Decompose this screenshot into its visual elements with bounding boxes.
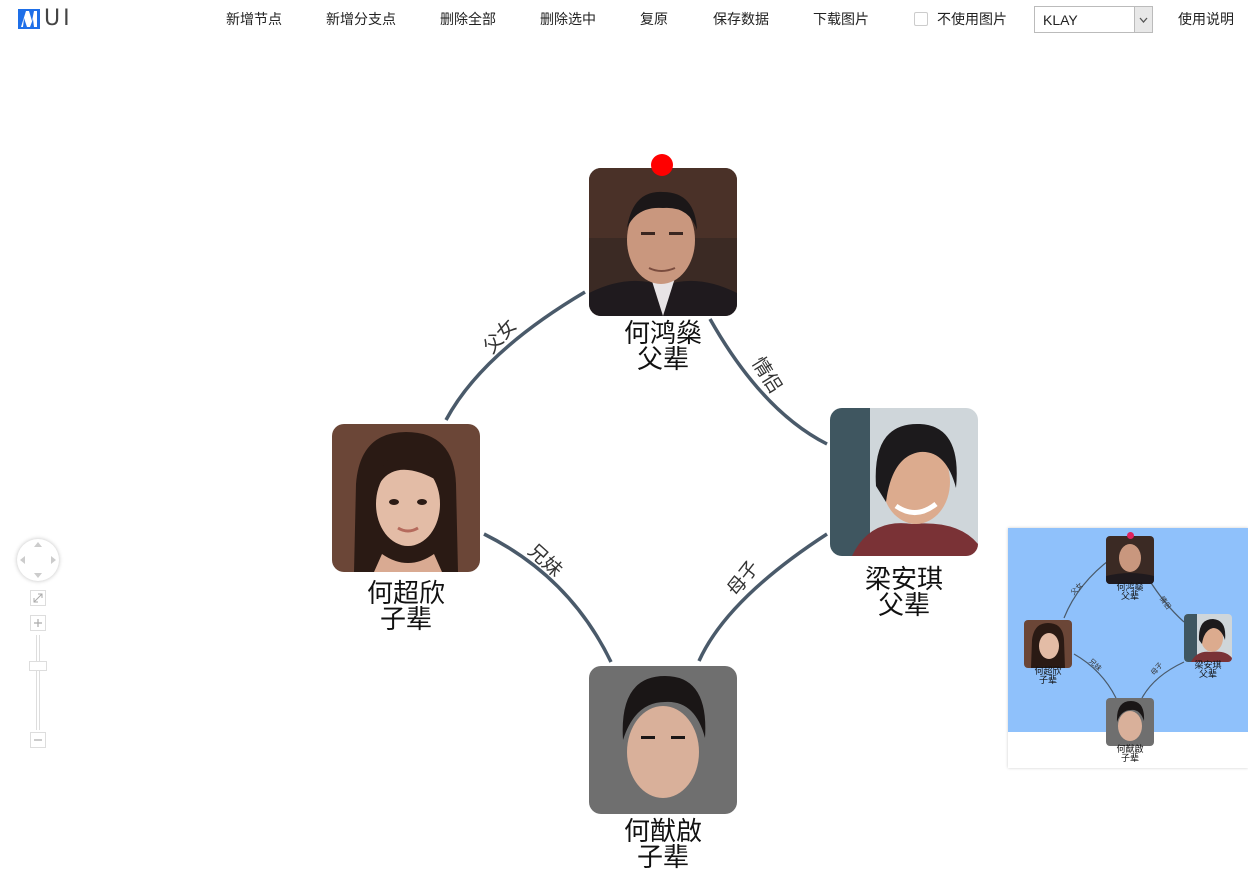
selected-node-marker[interactable] bbox=[651, 154, 673, 176]
download-image-button[interactable]: 下载图片 bbox=[813, 12, 869, 28]
logo-text: UI bbox=[44, 6, 73, 31]
zoom-slider-track[interactable] bbox=[36, 635, 40, 730]
graph-node-mother[interactable]: 梁安琪 父辈 bbox=[830, 408, 978, 619]
add-branch-button[interactable]: 新增分支点 bbox=[326, 12, 396, 28]
node-role: 子辈 bbox=[636, 843, 689, 873]
delete-all-button[interactable]: 删除全部 bbox=[440, 12, 496, 28]
node-name: 何鸿燊 bbox=[623, 319, 702, 349]
node-role: 子辈 bbox=[1038, 676, 1057, 686]
layout-select[interactable]: KLAY bbox=[1034, 6, 1153, 33]
zoom-slider-handle[interactable] bbox=[29, 661, 47, 671]
no-image-checkbox[interactable] bbox=[914, 12, 928, 26]
graph-edges bbox=[444, 290, 828, 663]
edge-daughter-son[interactable] bbox=[483, 532, 613, 663]
edge-father-daughter[interactable] bbox=[444, 290, 586, 421]
no-image-label[interactable]: 不使用图片 bbox=[937, 12, 1007, 28]
minimap-edges bbox=[1063, 557, 1185, 699]
chevron-down-icon[interactable] bbox=[1134, 7, 1152, 32]
node-name: 何超欣 bbox=[366, 579, 445, 609]
node-photo bbox=[1106, 536, 1154, 584]
node-name: 梁安琪 bbox=[864, 565, 943, 595]
node-name: 何猷啟 bbox=[1116, 745, 1144, 755]
graph-node-son[interactable]: 何猷啟 子辈 bbox=[589, 666, 737, 871]
node-photo bbox=[1106, 698, 1154, 746]
save-data-button[interactable]: 保存数据 bbox=[713, 12, 769, 28]
restore-button[interactable]: 复原 bbox=[640, 12, 668, 28]
node-role: 子辈 bbox=[379, 605, 432, 635]
minimap-selected-marker bbox=[1127, 532, 1134, 539]
node-role: 子辈 bbox=[1120, 754, 1139, 764]
layout-select-value: KLAY bbox=[1043, 12, 1078, 28]
edge-father-mother[interactable] bbox=[708, 318, 828, 446]
node-photo bbox=[589, 168, 737, 316]
node-photo bbox=[332, 424, 480, 572]
node-name: 何鸿燊 bbox=[1116, 583, 1144, 593]
logo-mark-icon bbox=[18, 9, 40, 29]
node-role: 父辈 bbox=[636, 345, 689, 375]
pan-arrows-icon[interactable] bbox=[17, 539, 59, 581]
node-role: 父辈 bbox=[1198, 670, 1217, 680]
node-role: 父辈 bbox=[877, 591, 930, 621]
minimap-node-daughter: 何超欣 子辈 bbox=[1024, 620, 1072, 686]
graph-node-daughter[interactable]: 何超欣 子辈 bbox=[332, 424, 480, 633]
node-photo bbox=[1184, 614, 1232, 662]
fit-view-icon[interactable] bbox=[30, 590, 46, 606]
node-photo bbox=[1024, 620, 1072, 668]
help-button[interactable]: 使用说明 bbox=[1178, 12, 1234, 28]
delete-selected-button[interactable]: 删除选中 bbox=[540, 12, 596, 28]
zoom-in-icon[interactable] bbox=[30, 615, 46, 631]
graph-canvas[interactable]: 父女 情侣 兄妹 母子 何鸿燊 父辈 bbox=[0, 40, 1248, 871]
edge-mother-son[interactable] bbox=[697, 532, 828, 662]
minimap-node-father: 何鸿燊 父辈 bbox=[1106, 536, 1154, 602]
node-photo bbox=[589, 666, 737, 814]
pan-control[interactable] bbox=[17, 539, 59, 581]
node-name: 何超欣 bbox=[1034, 667, 1062, 677]
zoom-out-icon[interactable] bbox=[30, 732, 46, 748]
add-node-button[interactable]: 新增节点 bbox=[226, 12, 282, 28]
node-name: 梁安琪 bbox=[1194, 661, 1222, 671]
minimap-node-son: 何猷啟 子辈 bbox=[1106, 698, 1154, 764]
graph-node-father[interactable]: 何鸿燊 父辈 bbox=[589, 168, 737, 373]
node-name: 何猷啟 bbox=[623, 817, 702, 847]
app-logo: UI bbox=[18, 7, 73, 31]
node-role: 父辈 bbox=[1120, 592, 1139, 602]
toolbar: UI 新增节点 新增分支点 删除全部 删除选中 复原 保存数据 下载图片 不使用… bbox=[0, 0, 1248, 40]
minimap-node-mother: 梁安琪 父辈 bbox=[1184, 614, 1232, 680]
minimap[interactable]: 何鸿燊 父辈 何超欣 子辈 梁安琪 父辈 何猷啟 子辈 父女 情侣 兄妹 母子 bbox=[1008, 528, 1248, 768]
zoom-navigator bbox=[17, 539, 61, 754]
node-photo bbox=[830, 408, 978, 556]
